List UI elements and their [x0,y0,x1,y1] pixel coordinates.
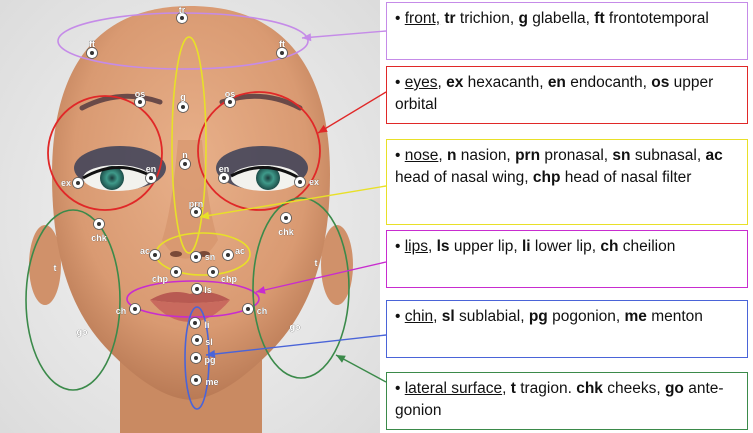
lips-text-part: , [428,238,437,255]
lateral-text-part: • [395,380,405,397]
eyes-text-part: , [437,74,446,91]
lips-text-part: ch [600,238,618,255]
lips-text-part: upper lip, [450,238,522,255]
lips-text-part: li [522,238,531,255]
nose-text-part: pronasal, [540,147,612,164]
eyes-text-part: os [651,74,669,91]
lips-text-part: ls [437,238,450,255]
lateral-text-part: lateral surface [405,380,502,397]
chin-text-part: sl [442,308,455,325]
lateral-text-part: go [665,380,684,397]
eyes-text-part: en [548,74,566,91]
nose-text-part: nasion, [456,147,515,164]
nose-text-part: head of nasal wing, [395,169,533,186]
lateral-text-part: cheeks, [603,380,665,397]
chin-label-box: • chin, sl sublabial, pg pogonion, me me… [386,300,748,358]
chin-text-part: chin [405,308,433,325]
nose-text-part: • [395,147,405,164]
chin-text-part: , [433,308,442,325]
right-ear [321,225,353,305]
lateral-text-part: tragion. [516,380,576,397]
front-text-part: frontotemporal [605,10,709,27]
chin-text-part: • [395,308,405,325]
eyes-text-part: ex [446,74,463,91]
lips-text-part: lips [405,238,428,255]
front-text-part: g [518,10,527,27]
left-nostril [170,251,182,257]
front-text-part: ft [594,10,604,27]
chin-text-part: menton [647,308,703,325]
chin-text-part: sublabial, [455,308,529,325]
nose-text-part: ac [705,147,722,164]
front-text-part: • [395,10,405,27]
front-label-box: • front, tr trichion, g glabella, ft fro… [386,2,748,60]
front-text-part: trichion, [456,10,519,27]
chin-text-part: me [625,308,647,325]
lateral-text-part: , [502,380,511,397]
front-text-part: tr [444,10,455,27]
face-photo [0,0,380,433]
right-nostril [198,251,210,257]
left-ear [29,225,61,305]
front-text-part: front, [405,10,440,27]
eyes-text-part: eyes [405,74,438,91]
nose-text-part: nose [405,147,439,164]
nose-text-part: , [438,147,447,164]
nose-text-part: prn [515,147,540,164]
lateral-text-part: chk [576,380,603,397]
nose-text-part: sn [612,147,630,164]
lips-text-part: lower lip, [531,238,601,255]
nose-label-box: • nose, n nasion, prn pronasal, sn subna… [386,139,748,225]
nose-text-part: head of nasal filter [560,169,691,186]
eyes-label-box: • eyes, ex hexacanth, en endocanth, os u… [386,66,748,124]
lips-label-box: • lips, ls upper lip, li lower lip, ch c… [386,230,748,288]
lateral-label-box: • lateral surface, t tragion. chk cheeks… [386,372,748,430]
lips-text-part: • [395,238,405,255]
nose-text-part: chp [533,169,561,186]
chin-text-part: pogonion, [548,308,625,325]
lips-text-part: cheilion [618,238,675,255]
chin-text-part: pg [529,308,548,325]
nose-text-part: subnasal, [631,147,706,164]
eyes-text-part: • [395,74,405,91]
eyes-text-part: hexacanth, [463,74,547,91]
front-text-part: glabella, [528,10,594,27]
eyes-text-part: endocanth, [566,74,651,91]
